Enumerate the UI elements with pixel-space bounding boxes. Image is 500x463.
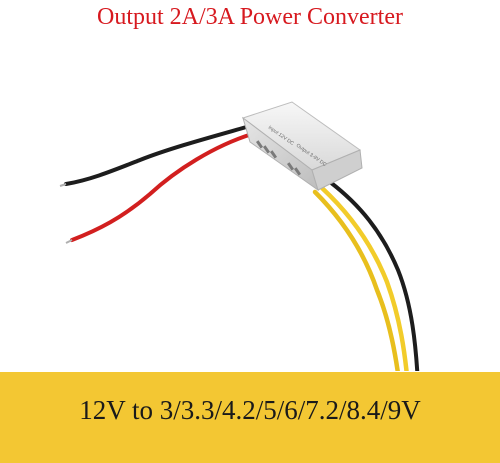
input-wire-black [64,124,252,186]
output-wire-yellow-1 [319,185,409,371]
product-photo: Input 12V DC Output 3-9V DC [59,101,420,371]
output-wire-black [328,180,420,371]
input-wire-red [70,132,254,242]
converter-housing: Input 12V DC Output 3-9V DC [241,101,363,192]
spec-banner: 12V to 3/3.3/4.2/5/6/7.2/8.4/9V [0,372,500,463]
page-title: Output 2A/3A Power Converter [97,4,403,30]
spec-banner-text: 12V to 3/3.3/4.2/5/6/7.2/8.4/9V [79,395,421,425]
output-wire-yellow-2 [312,189,400,371]
